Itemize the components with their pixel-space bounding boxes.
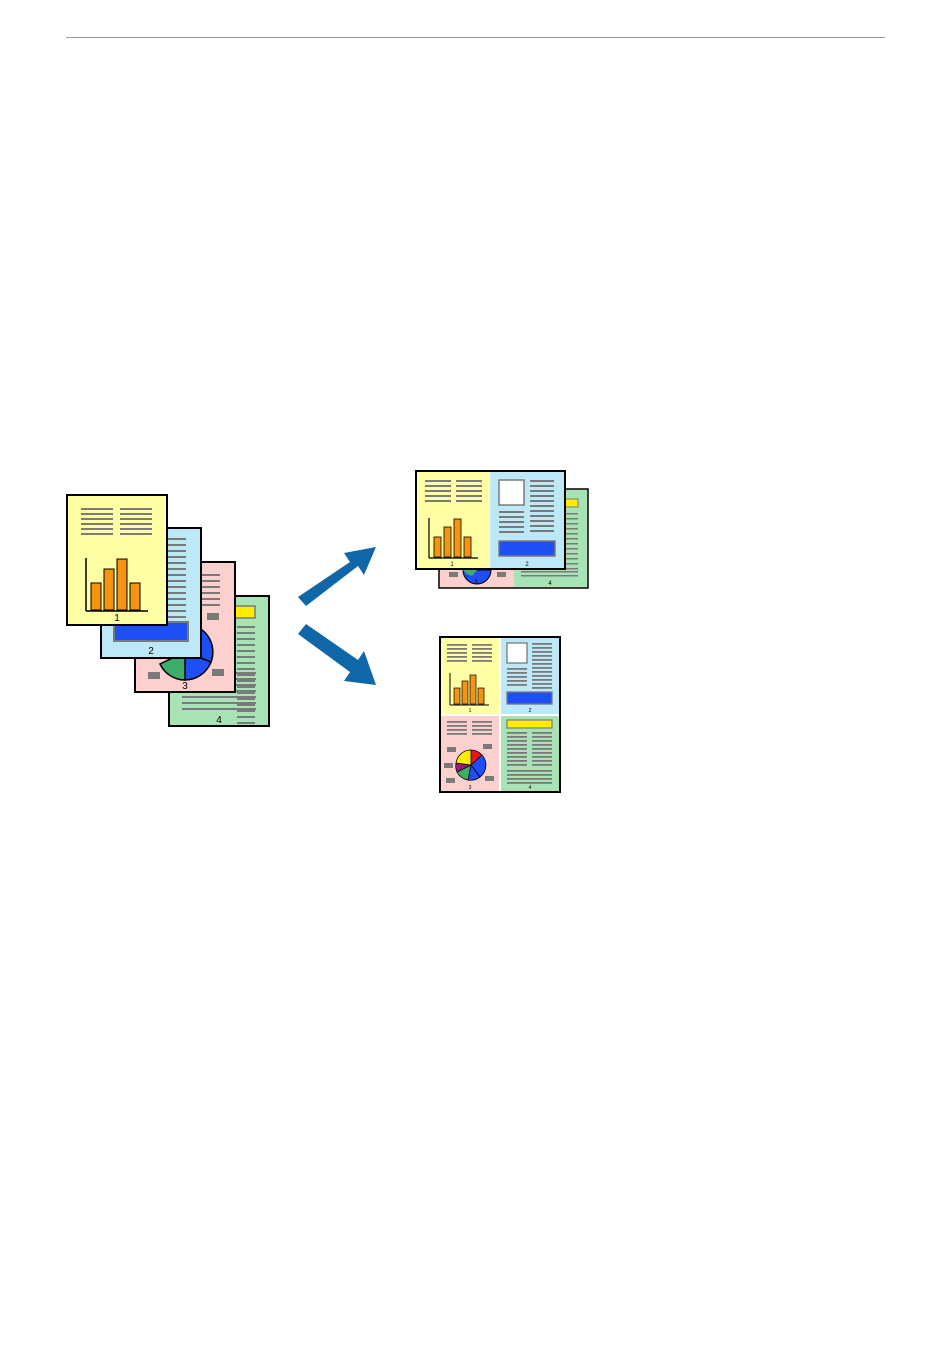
arrow-icon — [298, 547, 376, 606]
page-number: 2 — [148, 646, 154, 657]
page-number: 2 — [529, 708, 532, 714]
page-number: 1 — [114, 613, 120, 624]
four-up-result: 1 2 — [440, 637, 560, 792]
page-number: 3 — [182, 681, 188, 692]
page-number: 3 — [469, 785, 472, 791]
two-up-result: 3 4 1 — [416, 471, 588, 588]
page-1: 1 — [67, 495, 167, 625]
page-number: 4 — [529, 785, 532, 791]
stacked-pages-icon: 4 3 — [67, 495, 269, 726]
page-number: 1 — [469, 708, 472, 714]
arrow-icon — [298, 624, 376, 685]
page-number: 4 — [216, 715, 222, 726]
pie-chart-icon — [456, 750, 486, 780]
